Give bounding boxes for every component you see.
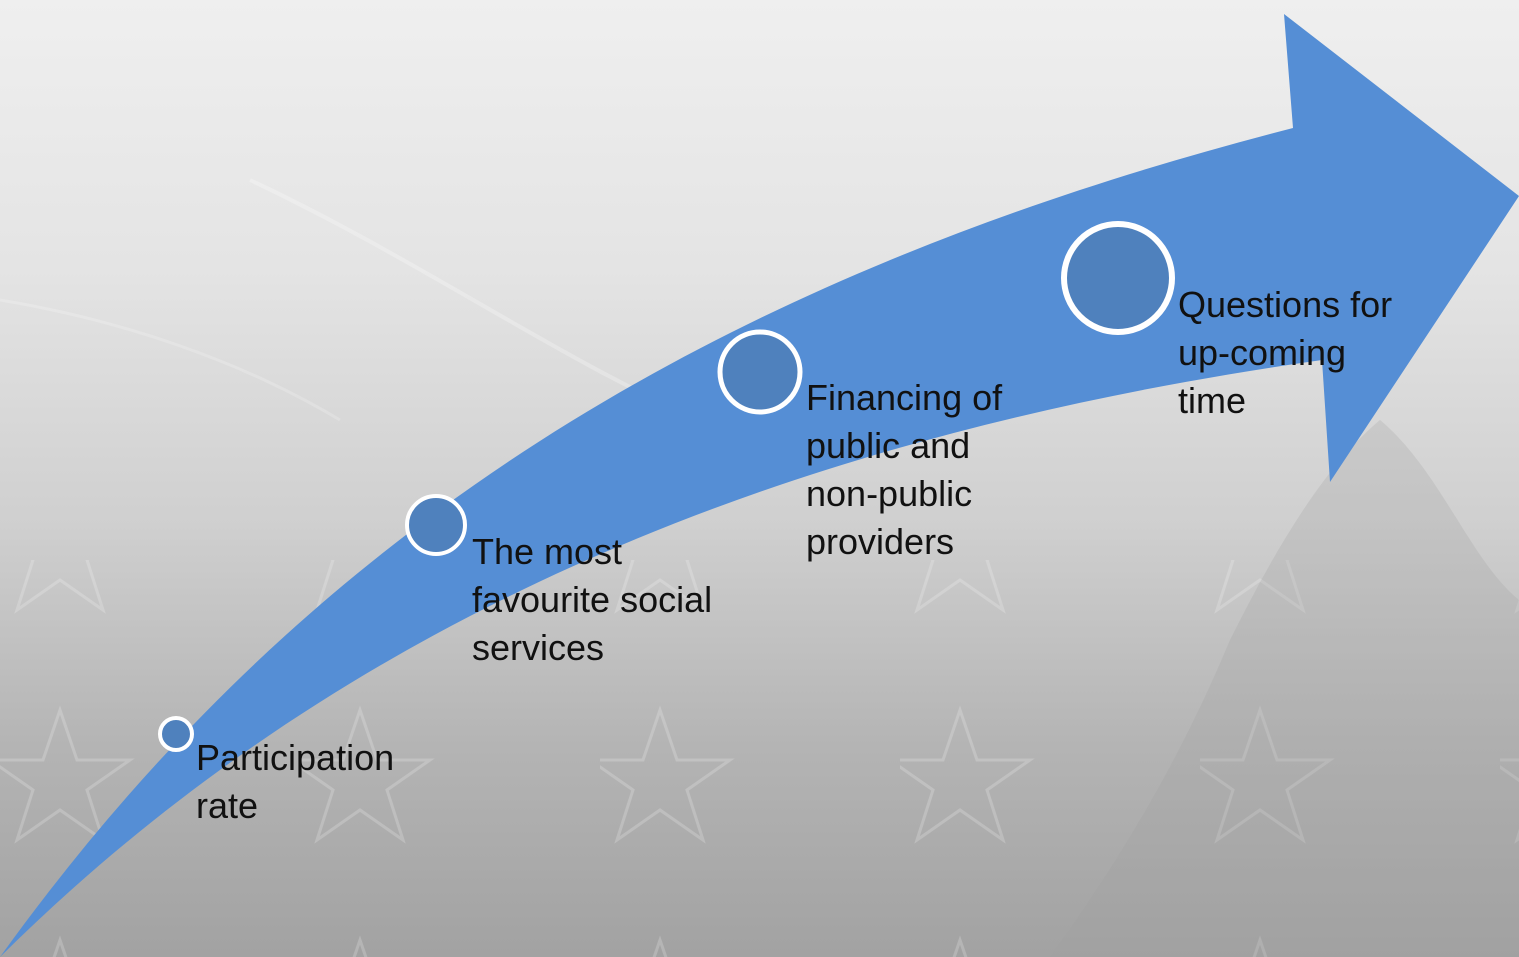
step-label-questions: Questions for up-coming time <box>1178 284 1393 421</box>
step-node-financing <box>717 329 803 415</box>
step-label-participation: Participation rate <box>196 737 395 826</box>
step-node-questions <box>1061 221 1175 335</box>
step-node-favourite <box>405 494 467 556</box>
step-label-financing: Financing of public and non-public provi… <box>806 377 1003 562</box>
background-texture <box>0 178 1519 957</box>
step-label-favourite: The most favourite social services <box>472 531 713 668</box>
step-node-participation <box>158 716 194 752</box>
